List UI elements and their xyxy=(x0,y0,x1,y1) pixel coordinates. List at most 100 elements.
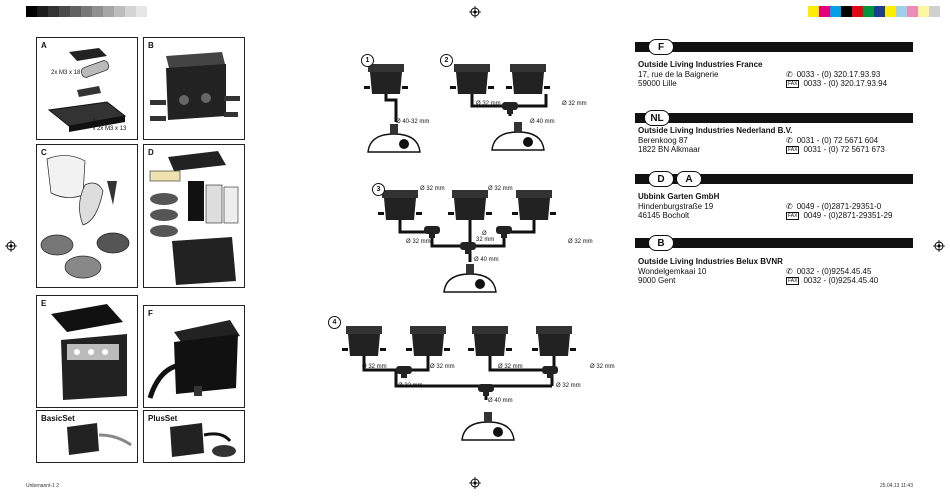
color-swatch xyxy=(70,6,81,17)
d1-dim-1: Ø 40-32 mm xyxy=(396,119,430,125)
screw-spec-1: 2x M3 x 18 xyxy=(51,70,81,76)
panel-f-label: F xyxy=(148,309,153,318)
fax-tag: FAX xyxy=(786,277,800,285)
d3-dim-2: Ø 32 mm xyxy=(488,186,513,192)
color-swatch xyxy=(874,6,885,17)
company-phone: 0031 - (0) 72 5671 604 xyxy=(796,135,879,145)
company-name: Outside Living Industries Belux BVNR xyxy=(638,257,783,266)
diagram-number-1: 1 xyxy=(361,54,374,67)
panel-f: F xyxy=(143,305,245,408)
diagram-number-2: 2 xyxy=(440,54,453,67)
country-badge-a: A xyxy=(676,171,702,187)
company-address-1: Hindenburgstraße 19 xyxy=(638,201,714,211)
country-badge-d: D xyxy=(648,171,674,187)
header-bar-netherlands xyxy=(635,113,913,123)
d4-dim-6: Ø 32 mm xyxy=(556,383,581,389)
filter-media-bags-illustration xyxy=(40,155,130,279)
filter-sponges-stack-illustration xyxy=(149,151,239,285)
company-phone: 0032 - (0)9254.45.45 xyxy=(796,266,872,276)
d3-dim-4b: 32 mm xyxy=(476,237,495,243)
color-swatch xyxy=(863,6,874,17)
color-swatch xyxy=(59,6,70,17)
phone-icon: ✆ xyxy=(786,201,793,211)
color-swatch xyxy=(929,6,940,17)
diagram-number-4: 4 xyxy=(328,316,341,329)
d4-dim-2: Ø 32 mm xyxy=(430,364,455,370)
panel-e-label: E xyxy=(41,299,47,308)
company-address-1: Wondelgemkaai 10 xyxy=(638,266,707,276)
company-fax: 0032 - (0)9254.45.40 xyxy=(803,276,879,285)
company-name: Outside Living Industries France xyxy=(638,60,763,69)
registration-mark-right xyxy=(933,240,945,252)
panel-e: E xyxy=(36,295,138,408)
panel-c: C xyxy=(36,144,138,288)
fax-tag: FAX xyxy=(786,146,800,154)
company-phone: 0033 - (0) 320.17.93.93 xyxy=(796,69,881,79)
diagram-number-3: 3 xyxy=(372,183,385,196)
color-swatch xyxy=(48,6,59,17)
color-swatch xyxy=(37,6,48,17)
company-fax: 0031 - (0) 72 5671 673 xyxy=(803,145,885,154)
country-badge-f: F xyxy=(648,39,674,55)
registration-mark-left xyxy=(5,240,17,252)
company-phone: 0049 - (0)2871-29351-0 xyxy=(796,201,882,211)
company-address-2: 59000 Lille xyxy=(638,79,677,88)
d3-dim-1: Ø 32 mm xyxy=(420,186,445,192)
registration-mark-top xyxy=(469,6,481,18)
country-badge-nl: NL xyxy=(644,110,670,126)
color-swatch xyxy=(819,6,830,17)
color-swatch xyxy=(885,6,896,17)
fax-tag: FAX xyxy=(786,80,800,88)
fax-tag: FAX xyxy=(786,212,800,220)
header-bar-france xyxy=(635,42,913,52)
company-address-2: 1822 BN Alkmaar xyxy=(638,145,701,154)
company-france: Outside Living Industries France 17, rue… xyxy=(638,60,913,89)
color-swatch xyxy=(81,6,92,17)
panel-a: A 2x M3 x 18 2x M3 x 13 xyxy=(36,37,138,140)
screw-spec-2: 2x M3 x 13 xyxy=(97,126,127,132)
color-swatch xyxy=(830,6,841,17)
company-belgium: Outside Living Industries Belux BVNR Won… xyxy=(638,257,913,286)
panel-basicset-label: BasicSet xyxy=(41,414,75,423)
d3-dim-4: Ø xyxy=(482,231,487,237)
d3-dim-5: Ø 32 mm xyxy=(568,239,593,245)
d3-dim-3: Ø 32 mm xyxy=(406,239,431,245)
panel-basicset: BasicSet xyxy=(36,410,138,463)
company-address-2: 9000 Gent xyxy=(638,276,676,285)
phone-icon: ✆ xyxy=(786,266,793,276)
color-swatch xyxy=(136,6,147,17)
connection-diagrams-illustration xyxy=(342,64,576,441)
filter-lid-assembly-illustration xyxy=(47,48,127,132)
color-swatch xyxy=(907,6,918,17)
filter-box-connectors-illustration xyxy=(150,52,240,121)
company-address-2: 46145 Bocholt xyxy=(638,211,690,220)
company-fax: 0033 - (0) 320.17.93.94 xyxy=(803,79,888,88)
panel-b: B xyxy=(143,37,245,140)
company-address-1: Berenkoog 87 xyxy=(638,135,688,145)
panel-d-label: D xyxy=(148,148,154,157)
color-swatch xyxy=(896,6,907,17)
panel-plusset: PlusSet xyxy=(143,410,245,463)
color-swatch xyxy=(852,6,863,17)
d2-dim-3: Ø 40 mm xyxy=(530,119,555,125)
company-fax: 0049 - (0)2871-29351-29 xyxy=(803,211,893,220)
panel-c-label: C xyxy=(41,148,47,157)
d2-dim-1: Ø 32 mm xyxy=(476,101,501,107)
d4-dim-4: Ø 32 mm xyxy=(590,364,615,370)
color-swatch xyxy=(26,6,37,17)
d3-dim-6: Ø 40 mm xyxy=(474,257,499,263)
color-swatch xyxy=(808,6,819,17)
panel-plusset-label: PlusSet xyxy=(148,414,178,423)
country-badge-b: B xyxy=(648,235,674,251)
d4-dim-7: Ø 40 mm xyxy=(488,398,513,404)
footer-slug-right: 25.04.13 11:43 xyxy=(880,483,913,489)
phone-icon: ✆ xyxy=(786,69,793,79)
header-bar-germany-austria xyxy=(635,174,913,184)
company-netherlands: Outside Living Industries Nederland B.V.… xyxy=(638,126,913,155)
panel-d: D xyxy=(143,144,245,288)
color-swatch xyxy=(92,6,103,17)
color-swatch xyxy=(114,6,125,17)
filter-box-open-illustration xyxy=(51,304,127,400)
company-germany: Ubbink Garten GmbH Hindenburgstraße 19✆0… xyxy=(638,192,913,221)
header-bar-belgium xyxy=(635,238,913,248)
